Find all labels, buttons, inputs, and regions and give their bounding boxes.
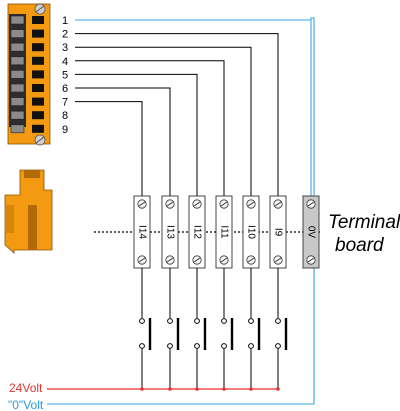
pin-number: 9 — [62, 124, 68, 136]
terminal-i10: I10 — [242, 195, 260, 269]
screw-icon — [192, 255, 202, 265]
connector-wire-slot — [32, 29, 44, 38]
connector-block — [7, 3, 51, 146]
connector-wire-slot — [32, 97, 44, 106]
screw-icon — [34, 134, 46, 146]
terminal-label: I9 — [272, 228, 283, 237]
screw-icon — [246, 255, 256, 265]
rail-junction — [140, 387, 144, 391]
connector-pin-slot — [10, 124, 25, 134]
screw-icon — [273, 255, 283, 265]
terminal-label: I12 — [191, 225, 202, 239]
terminal-label: 0V — [305, 226, 316, 239]
rail-label-24v: 24Volt — [9, 381, 43, 395]
board-label-line2: board — [335, 235, 385, 256]
screw-icon — [165, 199, 175, 209]
rail-label-0v: "0"Volt — [8, 398, 44, 411]
pin-number: 5 — [62, 69, 68, 81]
terminal-label: I11 — [218, 225, 229, 239]
terminal-i11: I11 — [215, 195, 233, 269]
connector-pin-slot — [10, 83, 25, 93]
switch — [248, 268, 261, 389]
terminal-i13: I13 — [161, 195, 179, 269]
rail-junction — [222, 387, 226, 391]
connector-pin-slot — [10, 29, 25, 38]
connector-pin-slot — [10, 110, 25, 120]
screw-icon — [137, 255, 147, 265]
terminal-i14: I14 — [133, 195, 151, 269]
screw-icon — [192, 199, 202, 209]
pin-numbers: 1 23 45 6 78 9 — [62, 15, 68, 136]
terminal-0v: 0V — [302, 195, 320, 269]
switch — [221, 268, 234, 389]
signal-wire — [75, 87, 171, 196]
rail-junction — [249, 387, 253, 391]
rail-junction — [195, 387, 199, 391]
signal-wire — [75, 73, 198, 196]
pin-number: 8 — [62, 110, 68, 122]
connector-side-view — [4, 169, 53, 254]
connector-pin-slot — [10, 70, 25, 79]
pin-number: 7 — [62, 97, 68, 109]
terminal-i12: I12 — [188, 195, 206, 269]
rail-junction — [276, 387, 280, 391]
terminal-label: I10 — [245, 225, 256, 239]
screw-icon — [165, 255, 175, 265]
terminal-label: I14 — [136, 225, 147, 239]
screw-icon — [34, 3, 46, 15]
connector-wire-slot — [32, 124, 44, 133]
connector-pin-slot — [10, 56, 25, 66]
screw-icon — [137, 199, 147, 209]
power-rails — [47, 387, 280, 391]
switch — [167, 268, 180, 389]
signal-wire — [75, 101, 143, 196]
pin-number: 1 — [62, 15, 68, 27]
signal-wire — [75, 60, 225, 196]
connector-pin-slot — [10, 97, 25, 106]
screw-icon — [273, 199, 283, 209]
screw-icon — [219, 255, 229, 265]
connector-wire-slot — [32, 56, 44, 65]
terminal-i9: I9 — [269, 195, 287, 269]
signal-wires — [75, 33, 279, 196]
connector-wire-slot — [32, 84, 44, 92]
terminal-label: I13 — [164, 225, 175, 239]
screw-icon — [219, 199, 229, 209]
switch-group — [139, 268, 288, 389]
connector-wire-slot — [32, 70, 44, 79]
connector-pin-slot — [10, 15, 25, 25]
screw-icon — [306, 199, 316, 209]
connector-pin-slot — [10, 42, 25, 52]
signal-wire — [75, 33, 279, 196]
pin-number: 3 — [62, 42, 68, 54]
switch — [275, 268, 288, 389]
pin-number: 6 — [62, 83, 68, 95]
screw-icon — [246, 199, 256, 209]
board-label-line1: Terminal — [328, 212, 400, 233]
rail-junction — [168, 387, 172, 391]
switch — [139, 268, 152, 389]
terminal-strip: I14 I13 I12 I11 I10 I9 0V — [133, 195, 320, 269]
connector-wire-slot — [32, 111, 44, 120]
switch — [194, 268, 207, 389]
connector-wire-slot — [32, 16, 44, 24]
signal-wire — [75, 46, 252, 196]
connector-wire-slot — [32, 43, 44, 52]
pin-number: 2 — [62, 29, 68, 41]
pin-number: 4 — [62, 56, 68, 68]
zero-volt-wire — [47, 17, 315, 405]
screw-icon — [306, 255, 316, 265]
